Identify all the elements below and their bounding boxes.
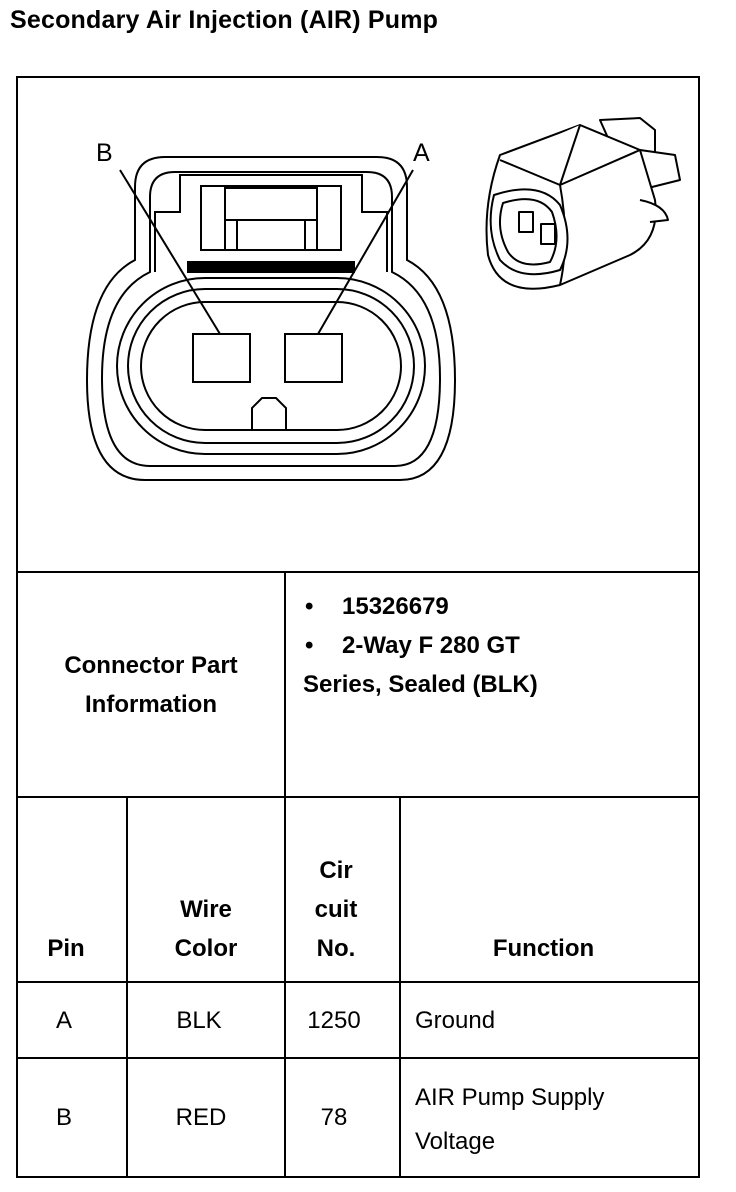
part-number-bullet: • xyxy=(305,593,314,620)
seal-ring-outer xyxy=(116,277,426,455)
divider-row-a-bottom xyxy=(16,1057,700,1059)
header-circuit-line3: No. xyxy=(316,935,356,962)
seal-ring-middle xyxy=(127,288,415,444)
latch-housing xyxy=(154,174,388,272)
description-bullet: • xyxy=(305,632,314,659)
connector-description-line2: Series, Sealed (BLK) xyxy=(303,671,538,698)
divider-header-bottom xyxy=(16,981,700,983)
row-a-circuit: 1250 xyxy=(307,1007,361,1034)
connector-description-line1: 2-Way F 280 GT xyxy=(342,632,520,659)
divider-info-column xyxy=(284,571,286,798)
pin-label-b: B xyxy=(96,139,113,167)
row-b-function: AIR Pump Supply Voltage xyxy=(415,1076,604,1164)
row-b-pin: B xyxy=(55,1104,72,1131)
header-circuit-line2: cuit xyxy=(314,896,358,923)
terminal-cavity-b xyxy=(192,333,251,383)
divider-info-bottom xyxy=(16,796,700,798)
row-a-function: Ground xyxy=(415,1007,496,1034)
header-circuit-number: Cir cuit No. xyxy=(286,851,386,968)
terminal-cavity-a xyxy=(284,333,343,383)
header-wire-color-line1: Wire xyxy=(180,896,232,923)
header-pin: Pin xyxy=(47,935,85,962)
page-title: Secondary Air Injection (AIR) Pump xyxy=(10,6,439,34)
divider-col-pin xyxy=(126,796,128,1178)
pin-label-a: A xyxy=(413,139,430,167)
row-a-pin: A xyxy=(55,1007,72,1034)
connector-inner-shell xyxy=(100,171,442,467)
connector-info-label-line2: Information xyxy=(85,691,217,718)
connector-outer-shell xyxy=(85,156,457,481)
seal-ring-inner xyxy=(140,301,402,431)
header-circuit-line1: Cir xyxy=(319,857,353,884)
connector-face-diagram: B A xyxy=(85,117,681,481)
row-b-function-line2: Voltage xyxy=(415,1128,496,1155)
leader-line-b xyxy=(119,169,221,335)
header-wire-color: Wire Color xyxy=(128,890,284,968)
latch-ramp xyxy=(224,187,318,221)
lock-bar xyxy=(187,261,355,273)
part-number: 15326679 xyxy=(342,593,449,620)
divider-col-color xyxy=(284,796,286,1178)
connector-isometric-view xyxy=(485,117,681,290)
row-b-wire-color: RED xyxy=(175,1104,227,1131)
divider-diagram-bottom xyxy=(16,571,700,573)
header-wire-color-line2: Color xyxy=(174,935,238,962)
header-function: Function xyxy=(492,935,595,962)
connector-sheet-frame xyxy=(16,76,700,1178)
polarization-key xyxy=(251,397,287,430)
row-a-wire-color: BLK xyxy=(176,1007,222,1034)
row-b-circuit: 78 xyxy=(320,1104,348,1131)
latch-tab xyxy=(200,185,342,251)
connector-info-label: Connector Part Information xyxy=(18,646,284,724)
row-b-function-line1: AIR Pump Supply xyxy=(415,1084,605,1111)
leader-line-a xyxy=(317,169,414,335)
divider-col-circuit xyxy=(399,796,401,1178)
connector-info-label-line1: Connector Part xyxy=(64,652,238,679)
